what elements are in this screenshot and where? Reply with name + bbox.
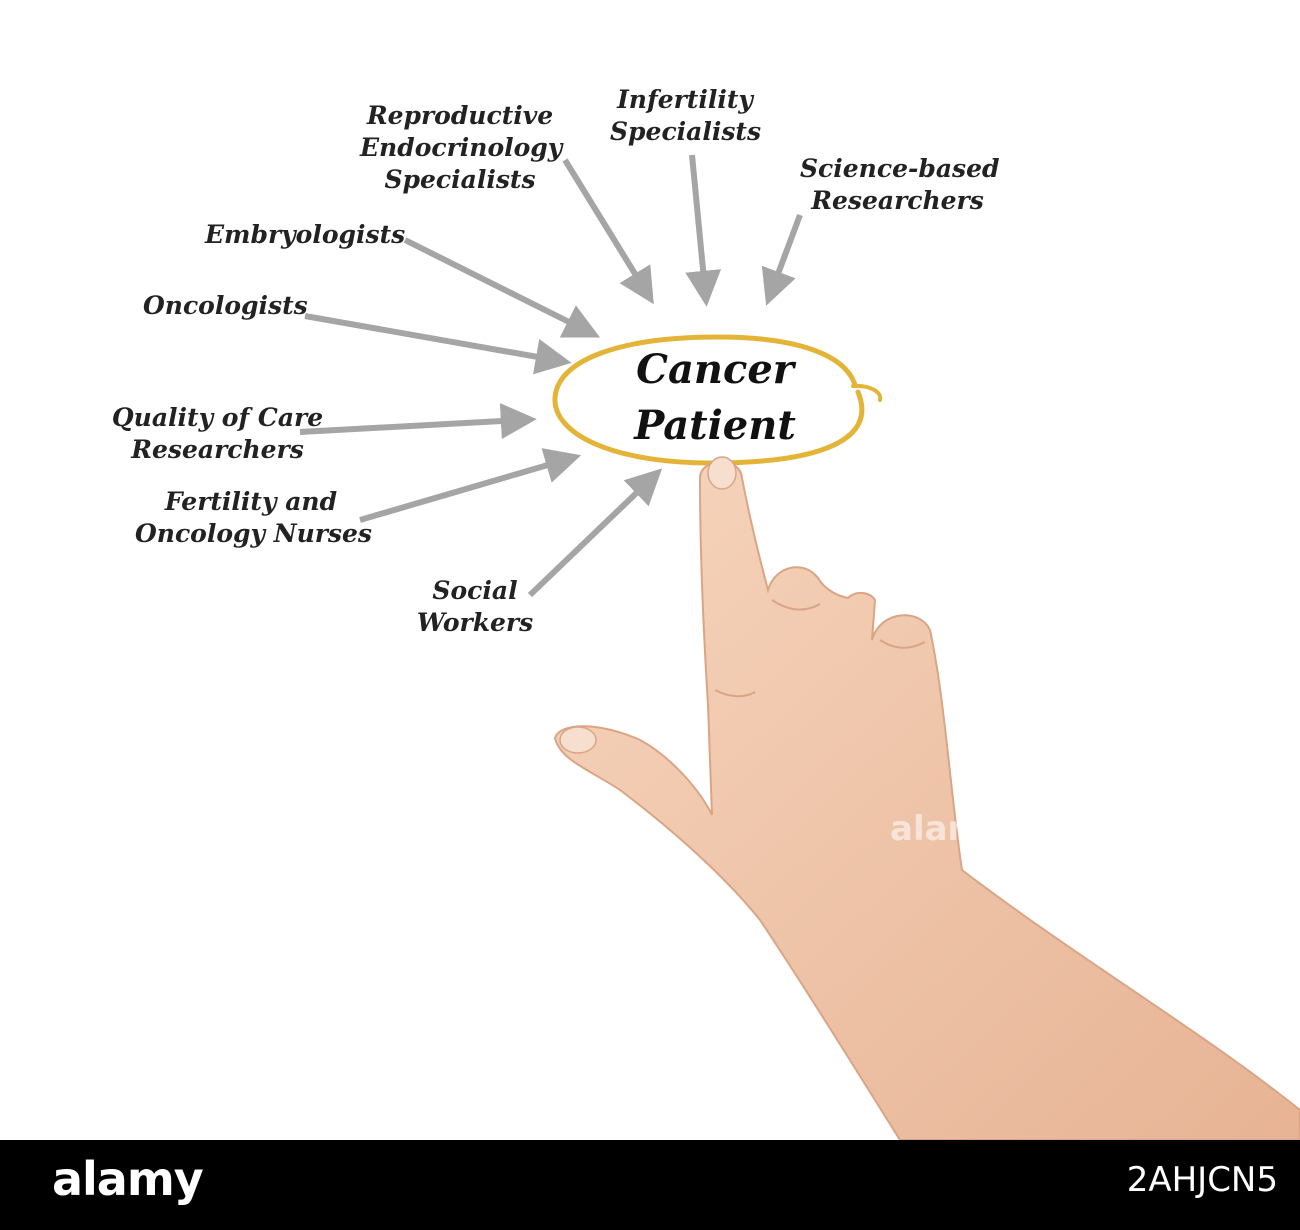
label-science-based-researchers: Science-based Researchers (800, 154, 1000, 215)
label-oncologists: Oncologists (143, 291, 308, 320)
arrow-science (761, 213, 803, 306)
diagram-canvas: alamy Reproductive Endocrinology Special… (111, 85, 1300, 1140)
arrow-reproductive (562, 158, 654, 305)
arrow-oncologists (304, 313, 572, 375)
arrow-embryologists (403, 237, 601, 338)
label-social-workers: Social Workers (416, 576, 534, 637)
center-label-cancer-patient: Cancer Patient (634, 346, 796, 449)
watermark-mark: alamy (890, 809, 1005, 849)
diagram-graphics: alamy (299, 154, 1300, 1140)
label-fertility-and-oncology-nurses: Fertility and Oncology Nurses (135, 487, 372, 548)
label-reproductive-endocrinology-specialists: Reproductive Endocrinology Specialists (360, 101, 563, 194)
arrow-quality (299, 403, 537, 440)
label-quality-of-care-researchers: Quality of Care Researchers (111, 403, 324, 464)
arrow-social (527, 468, 663, 598)
label-embryologists: Embryologists (205, 220, 406, 249)
arrow-infertility (685, 154, 722, 307)
footer-bar: alamy 2AHJCN5 (0, 1140, 1300, 1230)
center-ellipse (552, 334, 883, 466)
pointing-hand-illustration (553, 456, 1300, 1140)
footer-brand: alamy (52, 1152, 204, 1206)
label-infertility-specialists: Infertility Specialists (610, 85, 762, 146)
arrow-nurses (359, 448, 582, 523)
footer-image-id: 2AHJCN5 (1126, 1160, 1278, 1200)
